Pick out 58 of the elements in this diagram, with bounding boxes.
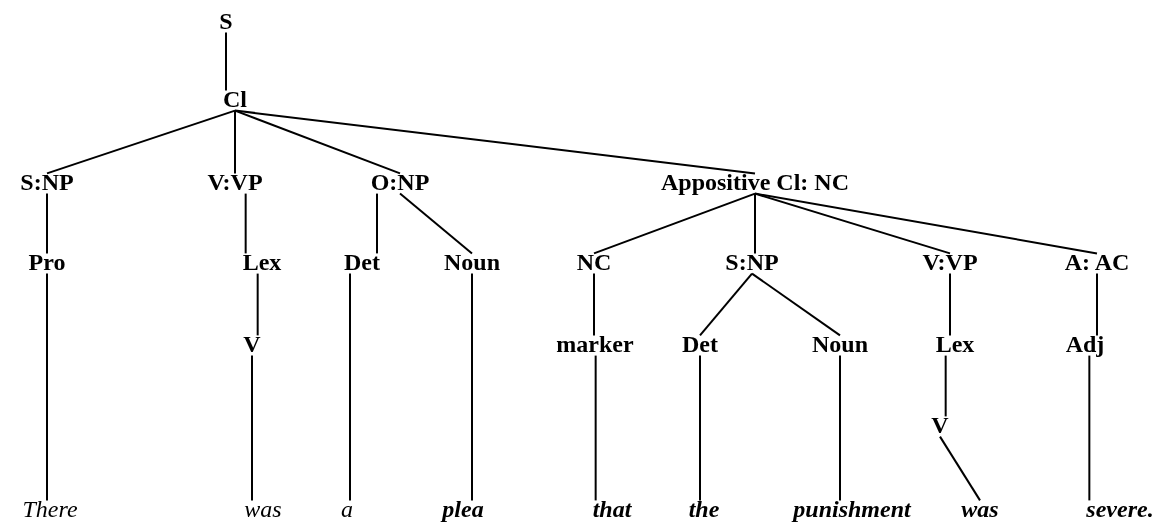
- category-label: O:NP: [370, 170, 430, 196]
- word-label: There: [22, 497, 78, 523]
- tree-branch: [944, 354, 947, 418]
- category-label: Cl: [223, 87, 247, 113]
- tree-branch: [46, 272, 48, 502]
- tree-branch: [251, 354, 253, 502]
- category-label: V:VP: [922, 250, 978, 276]
- category-label: A: AC: [1064, 250, 1130, 276]
- tree-branch: [399, 192, 473, 255]
- word-label: severe.: [1086, 497, 1154, 523]
- tree-branch: [594, 354, 597, 502]
- category-label: Noun: [812, 332, 868, 358]
- category-label: Det: [682, 332, 718, 358]
- tree-branch: [751, 272, 841, 337]
- tree-branch: [1088, 354, 1091, 502]
- tree-branch: [754, 192, 756, 255]
- word-label: punishment: [793, 497, 911, 523]
- tree-branch: [349, 272, 351, 502]
- tree-branch: [46, 192, 48, 255]
- category-label: Adj: [1065, 332, 1105, 358]
- tree-branch: [949, 272, 951, 337]
- category-label: Lex: [935, 332, 975, 358]
- tree-branch: [234, 109, 401, 175]
- category-label: Appositive Cl: NC: [661, 170, 849, 196]
- tree-branch: [699, 354, 701, 502]
- tree-branch: [376, 192, 378, 255]
- category-label: S:NP: [725, 250, 779, 276]
- tree-branch: [46, 109, 236, 175]
- category-label: V: [243, 332, 261, 358]
- category-label: S: [219, 9, 233, 35]
- category-label: V: [931, 413, 949, 439]
- word-label: that: [592, 497, 632, 523]
- word-label: the: [688, 497, 720, 523]
- tree-branch: [754, 192, 1098, 255]
- word-label: a: [341, 497, 353, 523]
- word-label: plea: [442, 497, 484, 523]
- tree-branch: [1096, 272, 1098, 337]
- tree-branch: [225, 31, 227, 92]
- category-label: NC: [576, 250, 612, 276]
- category-label: Det: [344, 250, 380, 276]
- tree-branch: [699, 272, 753, 337]
- tree-branch: [593, 272, 595, 337]
- category-label: V:VP: [207, 170, 263, 196]
- category-label: Pro: [28, 250, 66, 276]
- tree-branch: [471, 272, 473, 502]
- tree-branch: [593, 192, 756, 255]
- tree-branch: [256, 272, 259, 337]
- word-label: was: [244, 497, 282, 523]
- category-label: marker: [556, 332, 634, 358]
- tree-branch: [234, 109, 756, 175]
- tree-branch: [839, 354, 841, 502]
- category-label: Noun: [444, 250, 500, 276]
- category-label: Lex: [242, 250, 282, 276]
- tree-branch: [244, 192, 247, 255]
- category-label: S:NP: [20, 170, 74, 196]
- tree-branch: [234, 109, 236, 175]
- word-label: was: [961, 497, 999, 523]
- tree-branch: [939, 435, 981, 502]
